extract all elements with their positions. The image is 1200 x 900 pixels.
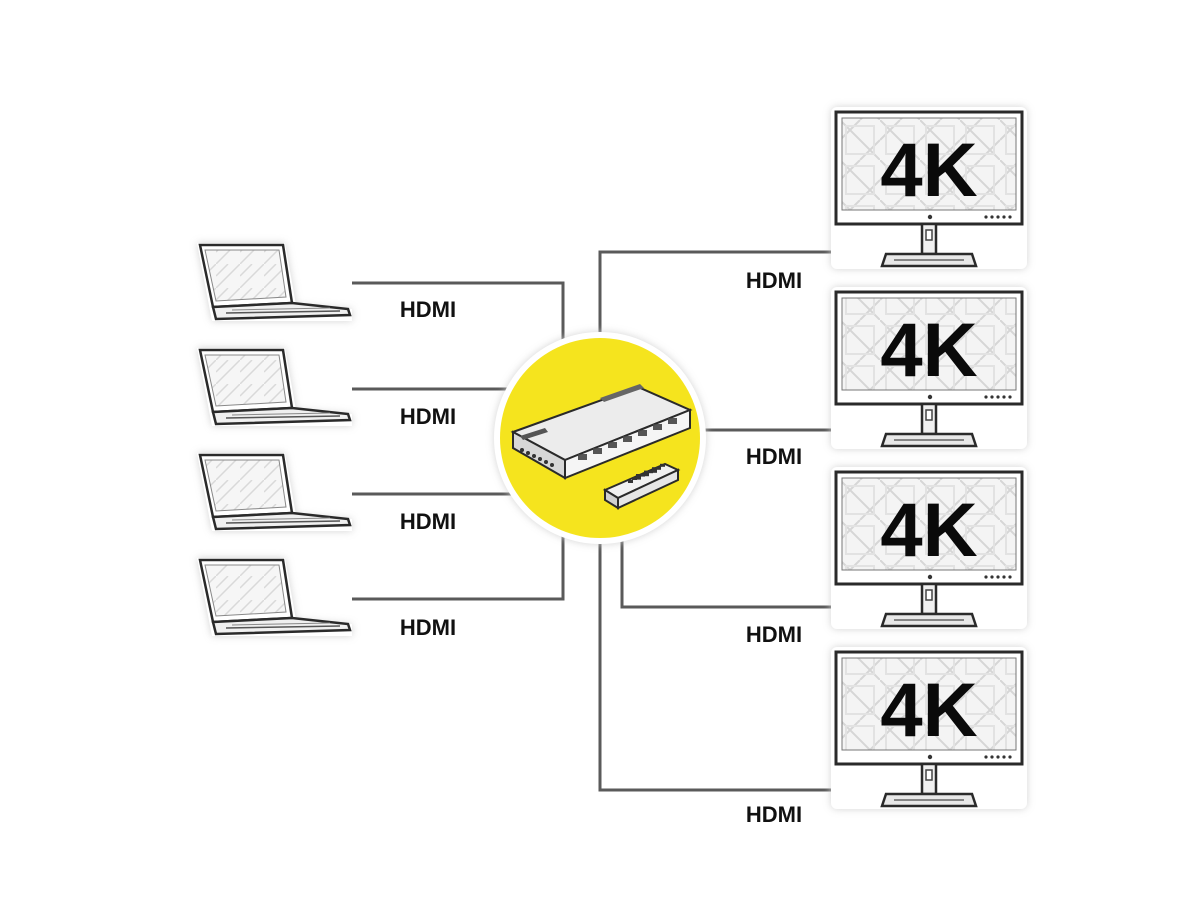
cable-labels: HDMI HDMI HDMI HDMI HDMI HDMI HDMI HDMI [400, 268, 802, 827]
matrix-switch-box-icon [510, 384, 693, 480]
output-hdmi-label: HDMI [746, 444, 802, 469]
monitor-screen-label: 4K [880, 128, 977, 213]
output-cable-arrow [598, 540, 849, 796]
connector-lines [352, 246, 849, 796]
output-monitors: 4K 4K 4K 4K [831, 107, 1027, 809]
monitor-screen-label: 4K [880, 308, 977, 393]
input-hdmi-label: HDMI [400, 615, 456, 640]
output-hdmi-label: HDMI [746, 268, 802, 293]
input-hdmi-label: HDMI [400, 509, 456, 534]
input-hdmi-label: HDMI [400, 404, 456, 429]
monitor-icon: 4K [831, 647, 1027, 809]
output-cable-arrow [598, 246, 849, 345]
laptop-icon [197, 243, 352, 321]
source-laptops [197, 243, 352, 636]
input-cable-line [352, 281, 565, 345]
laptop-icon [197, 453, 352, 531]
monitor-icon: 4K [831, 107, 1027, 269]
monitor-icon: 4K [831, 287, 1027, 449]
output-hdmi-label: HDMI [746, 802, 802, 827]
input-cable-line [352, 540, 565, 601]
laptop-icon [197, 348, 352, 426]
monitor-screen-label: 4K [880, 488, 977, 573]
output-cable-arrow [620, 540, 849, 613]
hdmi-matrix-switch-icon [494, 332, 706, 544]
monitor-icon: 4K [831, 467, 1027, 629]
laptop-icon [197, 558, 352, 636]
remote-control-icon [602, 462, 681, 510]
output-hdmi-label: HDMI [746, 622, 802, 647]
monitor-screen-label: 4K [880, 668, 977, 753]
input-hdmi-label: HDMI [400, 297, 456, 322]
